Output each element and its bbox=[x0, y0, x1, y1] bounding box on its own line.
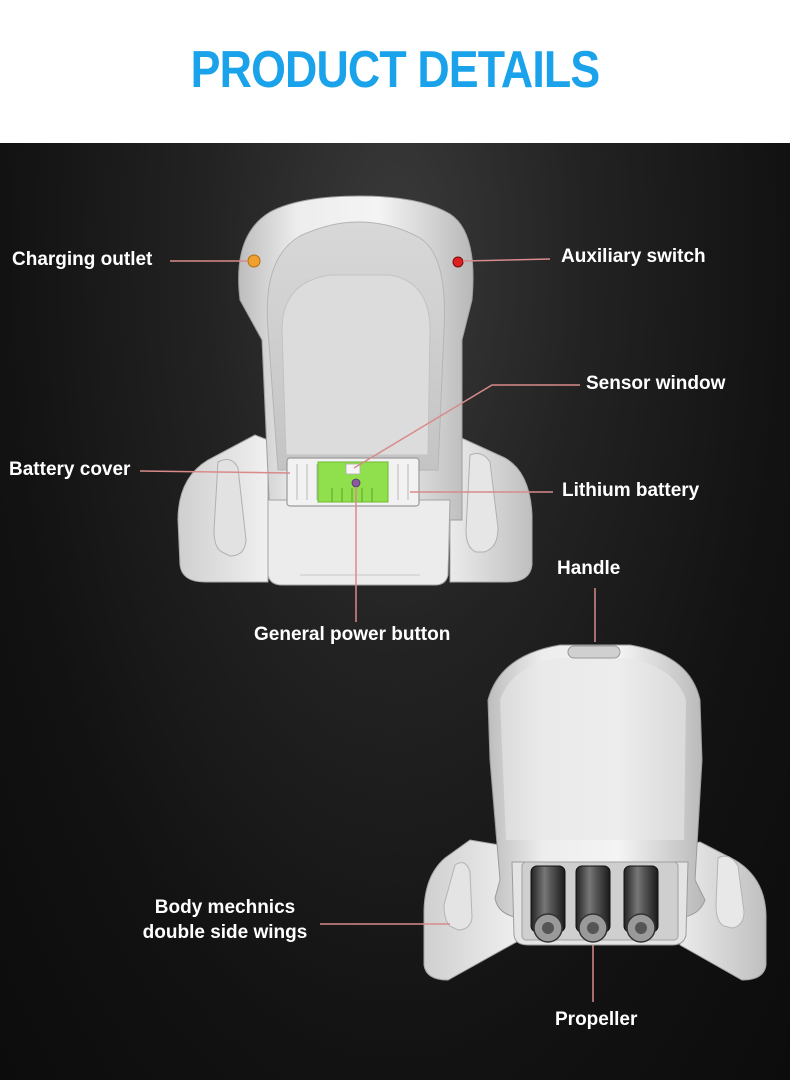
label-propeller: Propeller bbox=[555, 1009, 638, 1030]
header: PRODUCT DETAILS bbox=[0, 0, 790, 143]
label-battery-cover: Battery cover bbox=[9, 459, 131, 480]
upper-device bbox=[177, 195, 533, 586]
label-body-wings-line1: Body mechnics bbox=[154, 897, 296, 918]
propeller-motor-right bbox=[623, 865, 659, 943]
label-general-power-button: General power button bbox=[254, 624, 451, 645]
sensor-window bbox=[345, 463, 361, 475]
page-title: PRODUCT DETAILS bbox=[190, 41, 600, 99]
auxiliary-switch-led bbox=[452, 256, 464, 268]
propeller-motor-left bbox=[530, 865, 566, 943]
label-body-wings-line2: double side wings bbox=[142, 922, 308, 943]
leader-auxiliary-switch bbox=[462, 258, 551, 262]
lower-left-wing-grip bbox=[443, 862, 473, 931]
upper-inner-panel bbox=[281, 274, 431, 456]
lower-device bbox=[423, 644, 767, 981]
handle bbox=[567, 645, 621, 659]
lower-right-wing-grip bbox=[715, 855, 745, 929]
label-auxiliary-switch: Auxiliary switch bbox=[561, 246, 706, 267]
propeller-motor-center bbox=[575, 865, 611, 943]
label-charging-outlet: Charging outlet bbox=[12, 249, 153, 270]
leader-lines bbox=[139, 258, 596, 1002]
charging-outlet-led bbox=[247, 254, 261, 268]
label-lithium-battery: Lithium battery bbox=[562, 480, 700, 501]
lower-body-highlight bbox=[500, 658, 686, 840]
label-handle: Handle bbox=[557, 558, 621, 579]
general-power-button bbox=[351, 478, 361, 488]
upper-left-wing-grip bbox=[213, 459, 247, 557]
upper-right-wing-grip bbox=[465, 453, 499, 553]
upper-base bbox=[267, 499, 451, 586]
leader-sensor-window bbox=[353, 384, 580, 469]
label-sensor-window: Sensor window bbox=[586, 373, 726, 394]
leader-battery-cover bbox=[139, 470, 291, 474]
